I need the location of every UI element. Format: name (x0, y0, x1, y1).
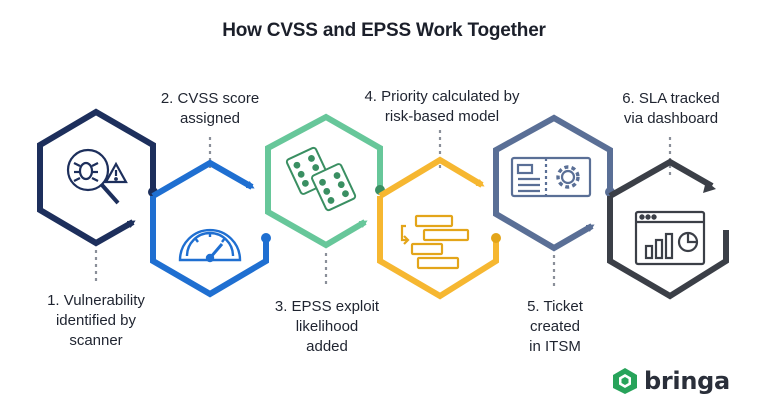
step-6-hexagon (607, 158, 729, 300)
step-4-hexagon (377, 156, 501, 300)
step-5-hexagon (493, 114, 615, 252)
priority-bars-icon (400, 214, 470, 270)
ticket-gear-icon (510, 156, 592, 198)
brand-name: bringa (644, 367, 730, 395)
dice-icon (285, 146, 357, 212)
step-6-label: 6. SLA tracked via dashboard (622, 90, 720, 127)
step-3-label: 3. EPSS exploit likelihood added (274, 298, 380, 355)
step-5-label: 5. Ticket created in ITSM (527, 298, 583, 355)
step-2-hexagon (150, 159, 271, 298)
gauge-icon (178, 228, 242, 263)
dashboard-icon (634, 210, 706, 266)
brand-logo: bringa (612, 366, 730, 396)
brand-hexagon-icon (613, 368, 637, 394)
bug-magnifier-icon (66, 148, 128, 205)
page-title: How CVSS and EPSS Work Together (222, 20, 546, 41)
step-1-label: 1. Vulnerability identified by scanner (47, 292, 145, 349)
step-2-label: 2. CVSS score assigned (160, 90, 260, 127)
step-4-label: 4. Priority calculated by risk-based mod… (364, 88, 520, 125)
step-1-hexagon (37, 108, 158, 247)
